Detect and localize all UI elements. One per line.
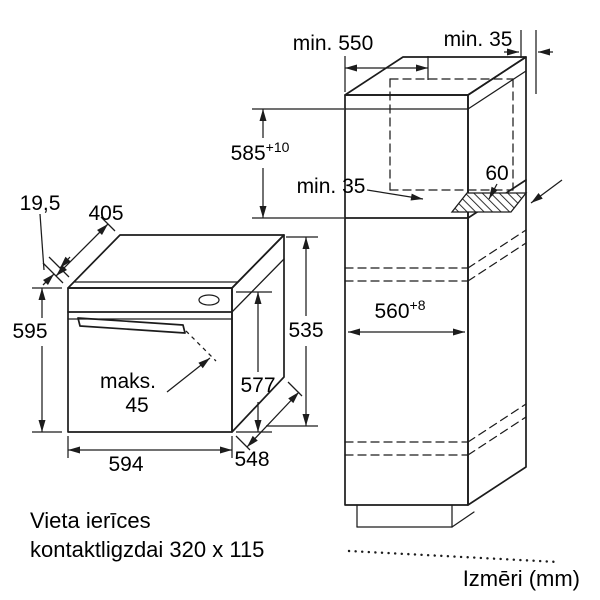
dimension-line	[246, 391, 300, 448]
niche-hidden-back-wall	[389, 78, 514, 191]
dim-value: 60	[485, 162, 508, 185]
dim-value: min. 35	[444, 28, 513, 51]
dim-value: min. 550	[293, 32, 374, 55]
extension-line	[287, 381, 303, 397]
dim-value: 595	[12, 320, 47, 343]
units-label: Izmēri (mm)	[463, 566, 580, 591]
handle-projection-dashed-line	[185, 330, 217, 362]
lower-shelf-hidden-edges	[344, 403, 527, 456]
dim-value: 560+8	[374, 297, 425, 323]
dim-niche-height-585: 585+10	[231, 108, 344, 219]
ventilation-cutout-hatched	[450, 192, 528, 213]
oven-grip-recess	[198, 294, 220, 306]
extension-line	[42, 262, 64, 284]
dim-cabinet-min-depth-550: min. 550	[293, 32, 429, 92]
oven-door-handle	[77, 317, 186, 334]
dim-value-base: 560	[374, 300, 409, 323]
dim-value: 45	[125, 394, 148, 417]
dim-label: maks.	[100, 370, 156, 393]
socket-note-line1: Vieta ierīces	[30, 508, 151, 533]
dim-oven-rear-height-535: 535	[266, 236, 324, 427]
built-in-oven-drawing	[67, 234, 285, 433]
dim-value-base: 585	[231, 142, 266, 165]
dim-oven-depth-548: 548	[234, 381, 303, 471]
dim-top-back-clearance-min-35: min. 35	[444, 28, 553, 94]
arrow-line	[59, 256, 71, 269]
leader-line	[39, 213, 45, 271]
dim-niche-width-560: 560+8	[348, 297, 465, 336]
cabinet-plinth	[356, 504, 475, 528]
dim-value-tolerance: +8	[410, 297, 426, 313]
dim-oven-body-height-577: 577	[236, 291, 276, 433]
arrow-line	[488, 183, 498, 200]
dim-value: 594	[108, 453, 143, 476]
cabinet-side-face	[467, 56, 527, 506]
hidden-edge	[467, 403, 527, 443]
dimension-line	[55, 223, 109, 277]
vent-pointer-arrow	[530, 179, 563, 204]
dim-oven-front-height-595: 595	[12, 287, 62, 433]
oven-panel-side-edge	[231, 258, 285, 313]
oven-side-face	[231, 234, 285, 433]
middle-shelf-hidden-edges	[344, 229, 527, 282]
dim-value: 577	[240, 374, 275, 397]
dimension-annotations: 595 594 548 577 535	[12, 28, 553, 476]
socket-leader-dotted-line	[347, 549, 560, 564]
dim-value: 19,5	[20, 192, 61, 215]
extension-line	[235, 435, 251, 451]
dim-vent-gap-60: 60	[485, 162, 509, 200]
socket-note-line2: kontaktligzdai 320 x 115	[30, 537, 264, 562]
dim-oven-panel-depth-19-5: 19,5	[20, 192, 71, 286]
dim-value: 548	[234, 448, 269, 471]
niche-top-inner-side-edge	[467, 70, 527, 110]
dim-handle-projection-maks-45: maks. 45	[100, 357, 211, 417]
tall-cabinet-drawing	[344, 56, 563, 528]
extension-line	[48, 256, 70, 278]
hidden-edge	[467, 416, 527, 456]
arrow-line	[42, 273, 55, 286]
arrow-line	[366, 189, 424, 201]
hidden-edge	[467, 229, 527, 269]
dim-value: min. 35	[297, 175, 366, 198]
dim-value: 535	[288, 319, 323, 342]
dim-value: 585+10	[231, 139, 290, 165]
dim-rear-clearance-min-35: min. 35	[297, 175, 424, 201]
hidden-edge	[467, 242, 527, 282]
footer-notes: Vieta ierīces kontaktligzdai 320 x 115 I…	[30, 508, 580, 591]
oven-top-face	[67, 234, 285, 289]
dim-value: 405	[88, 202, 123, 225]
dim-oven-width-594: 594	[67, 436, 233, 476]
dim-value-tolerance: +10	[266, 139, 290, 155]
arrow-line	[166, 357, 211, 393]
plinth-edge	[451, 511, 475, 528]
